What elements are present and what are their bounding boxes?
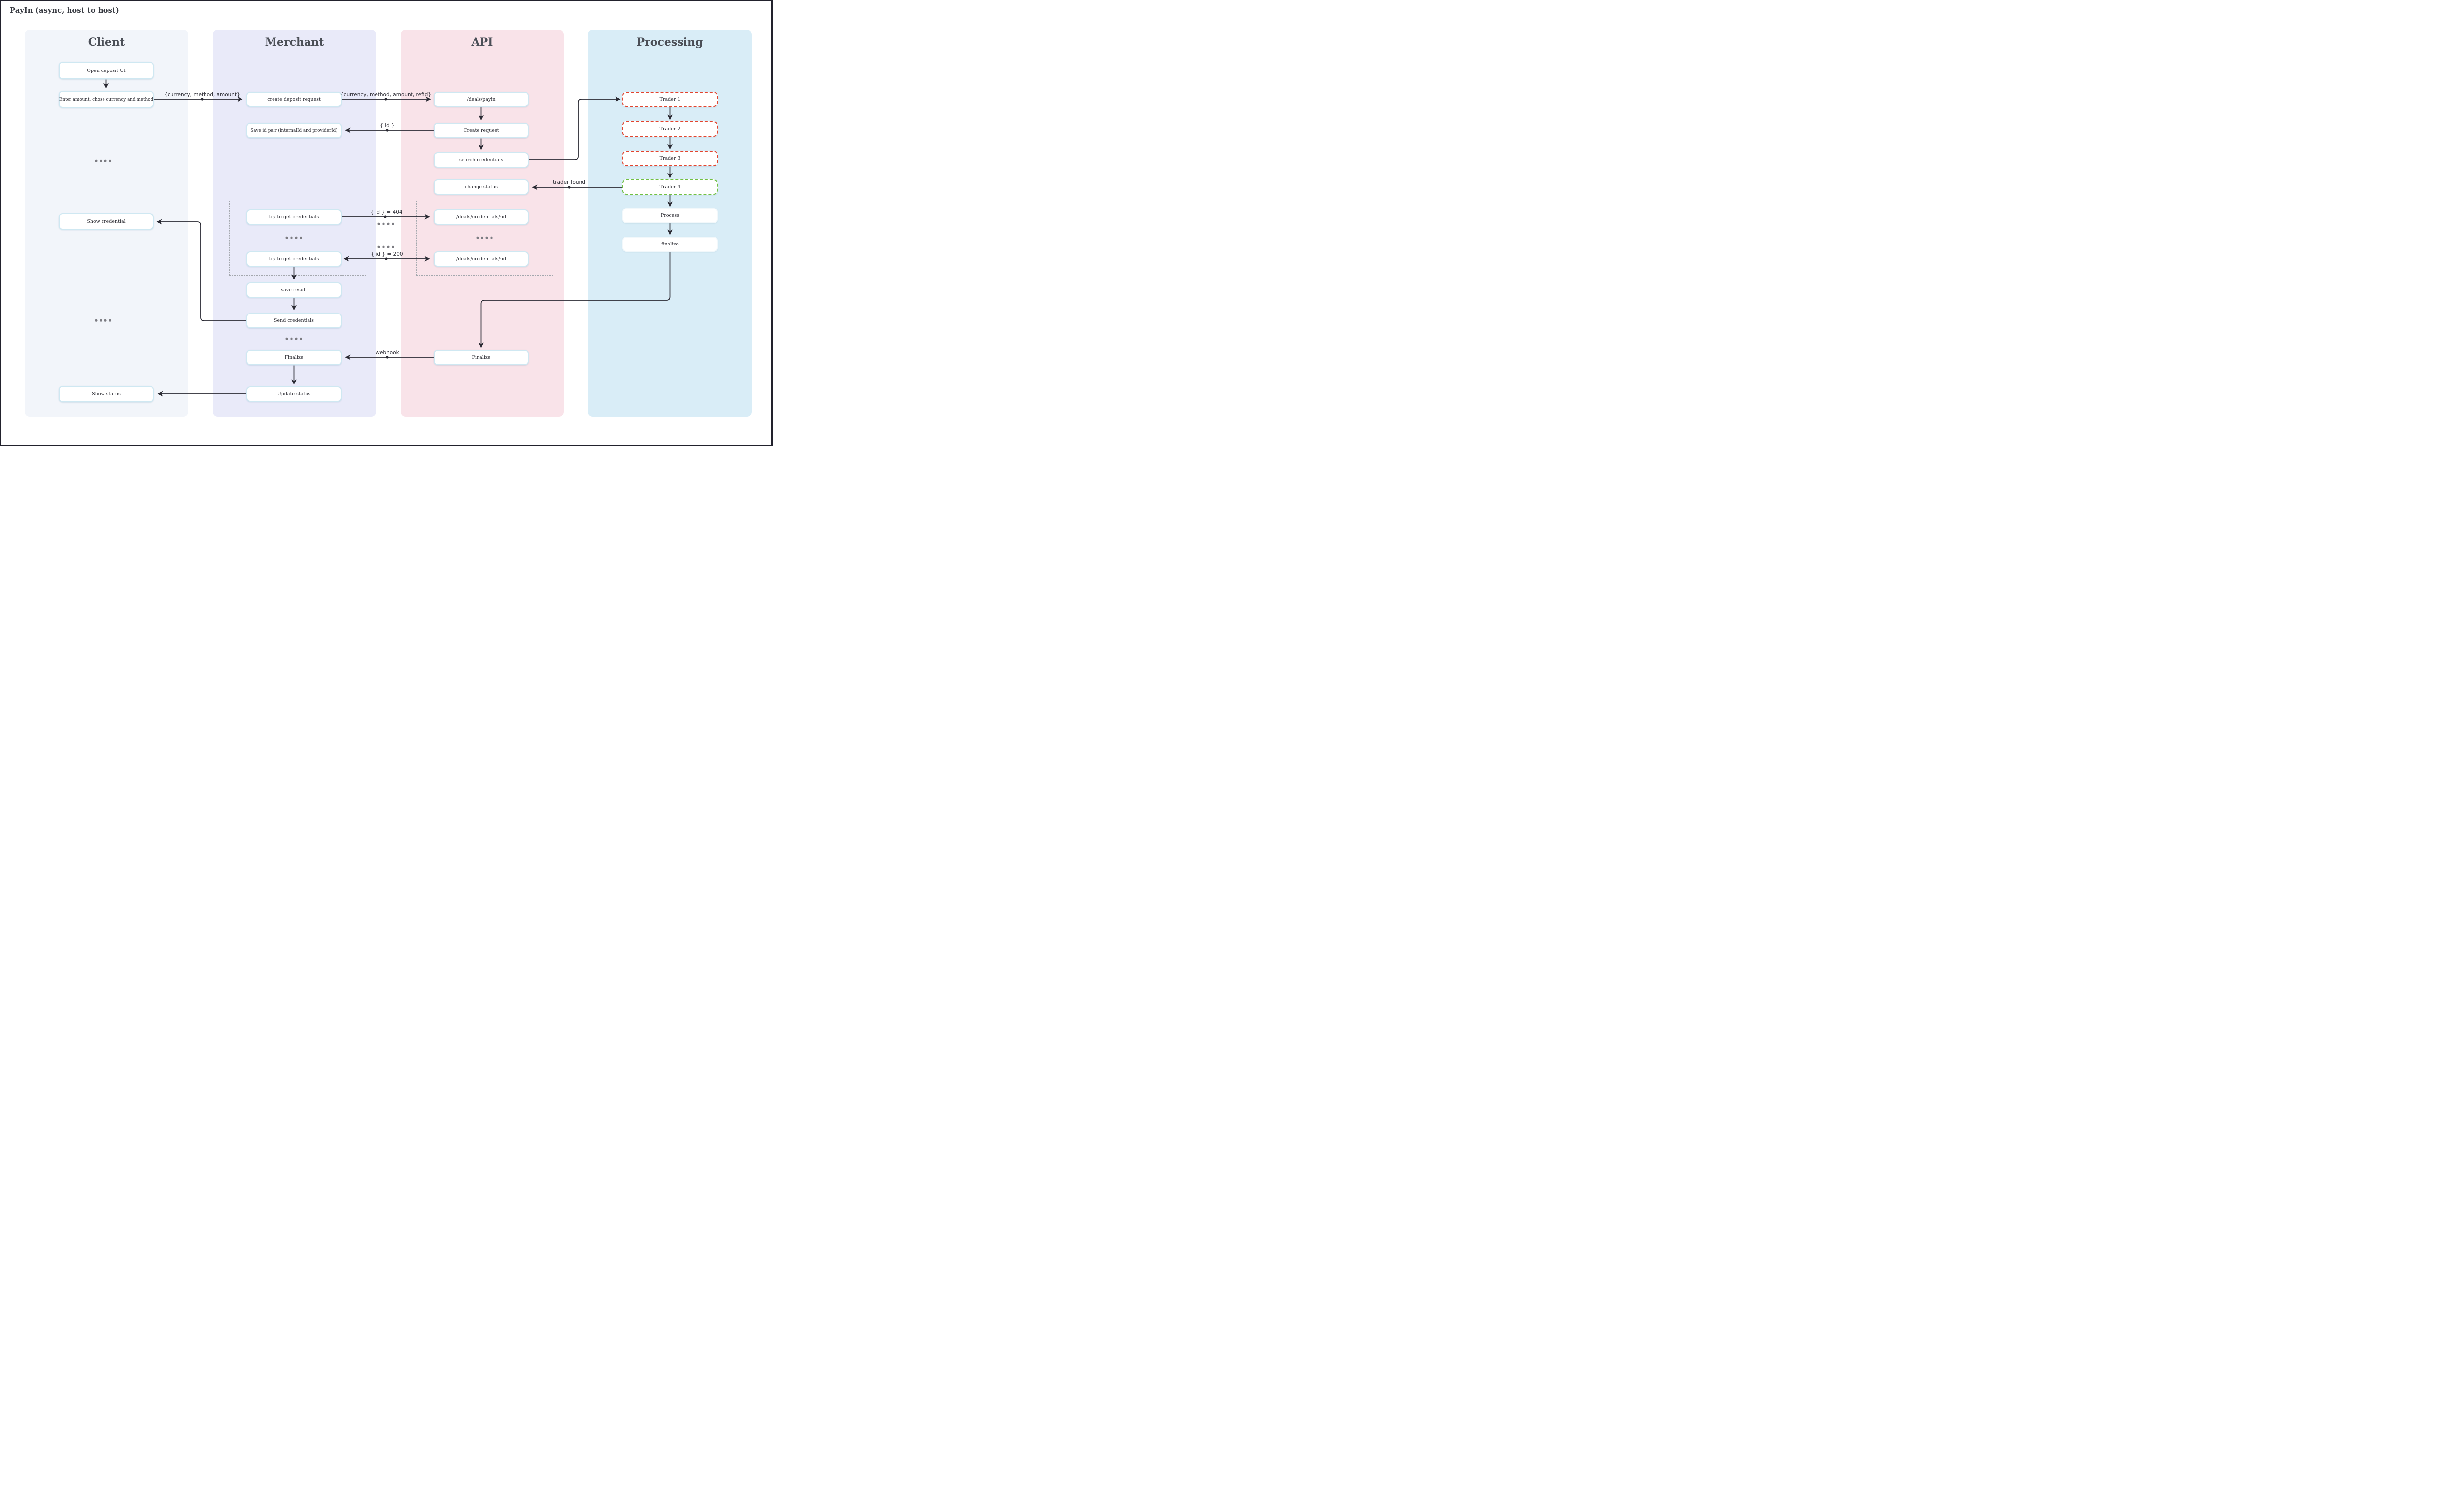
ellipsis-dots — [285, 337, 302, 340]
node-process: Process — [622, 208, 718, 223]
ellipsis-dots — [95, 319, 111, 322]
node-trader-4: Trader 4 — [622, 179, 718, 195]
ellipsis-dots — [476, 236, 493, 239]
edge-label-id-404: { id } = 404 — [370, 209, 403, 215]
node-change-status: change status — [434, 179, 529, 195]
node-finalize-api: Finalize — [434, 350, 529, 365]
node-finalize-processing: finalize — [622, 237, 718, 252]
node-save-id-pair: Save id pair (internalId and providerId) — [246, 123, 342, 138]
node-deals-credentials-1: /deals/credentials/:id — [434, 209, 529, 225]
edge-label-id: { id } — [380, 123, 395, 129]
node-show-credential: Show credential — [59, 213, 154, 230]
ellipsis-dots — [95, 159, 111, 162]
node-create-request: Create request — [434, 123, 529, 138]
node-trader-1: Trader 1 — [622, 92, 718, 107]
node-save-result: save result — [246, 282, 342, 298]
edge-label-currency-method-amount-refid: {currency, method, amount, refid} — [340, 92, 432, 98]
lane-api-title: API — [471, 36, 493, 49]
node-deals-payin: /deals/payin — [434, 92, 529, 107]
node-try-get-credentials-1: try to get credentials — [246, 209, 342, 225]
lane-merchant-title: Merchant — [265, 36, 324, 49]
edge-label-webhook: webhook — [376, 350, 399, 356]
lane-client-title: Client — [88, 36, 125, 49]
edge-label-currency-method-amount: {currency, method, amount} — [164, 92, 240, 98]
diagram-title: PayIn (async, host to host) — [10, 6, 119, 15]
node-create-deposit-request: create deposit request — [246, 92, 342, 107]
edge-label-trader-found: trader found — [553, 179, 585, 185]
node-show-status: Show status — [59, 386, 154, 402]
ellipsis-dots — [285, 236, 302, 239]
node-deals-credentials-2: /deals/credentials/:id — [434, 251, 529, 267]
node-try-get-credentials-2: try to get credentials — [246, 251, 342, 267]
node-search-credentials: search credentials — [434, 152, 529, 168]
lane-processing-title: Processing — [636, 36, 703, 49]
edge-label-id-200: { id } = 200 — [371, 251, 403, 257]
node-trader-2: Trader 2 — [622, 121, 718, 137]
node-send-credentials: Send credentials — [246, 313, 342, 328]
ellipsis-dots — [377, 222, 394, 225]
node-finalize-merchant: Finalize — [246, 350, 342, 365]
node-enter-amount: Enter amount, chose currency and method — [59, 91, 154, 108]
node-open-deposit-ui: Open deposit UI — [59, 62, 154, 79]
node-update-status: Update status — [246, 386, 342, 402]
node-trader-3: Trader 3 — [622, 151, 718, 166]
diagram-canvas: PayIn (async, host to host) Client Merch… — [0, 0, 773, 446]
ellipsis-dots — [377, 245, 394, 248]
